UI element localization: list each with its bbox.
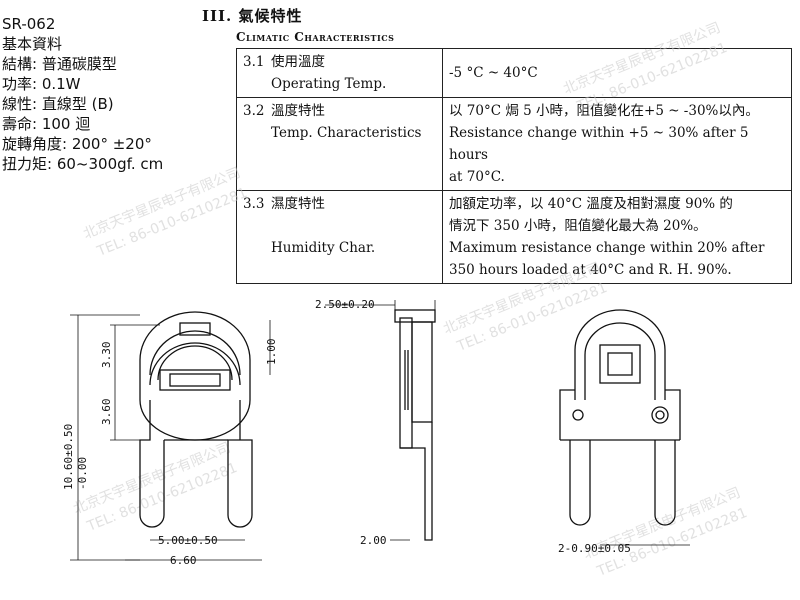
angle-spec: 旋轉角度: 200° ±20°	[2, 135, 152, 153]
linearity-spec: 線性: 直線型 (B)	[2, 95, 114, 113]
life-spec: 壽命: 100 迴	[2, 115, 91, 133]
desc-line: Maximum resistance change within 20% aft…	[449, 240, 765, 256]
model-number: SR-062	[2, 15, 56, 33]
item-en: Temp. Characteristics	[271, 125, 422, 141]
climatic-table: 3.1 使用溫度 Operating Temp. -5 °C ~ 40°C 3.2…	[236, 48, 792, 284]
dim-3-60: 3.60	[100, 399, 113, 426]
side-view	[394, 309, 436, 541]
item-en: Humidity Char.	[271, 240, 376, 256]
item-cn: 濕度特性	[271, 196, 325, 212]
section-subtitle: Climatic Characteristics	[236, 30, 395, 44]
dim-height-total: 10.60±0.50	[62, 424, 75, 490]
item-cn: 溫度特性	[271, 103, 325, 119]
desc-line: 情況下 350 小時，阻值變化最大為 20%。	[449, 218, 707, 234]
basic-info-label: 基本資料	[2, 35, 63, 53]
dim-pin-width: 2-0.90±0.05	[558, 542, 631, 555]
item-number: 3.2	[243, 103, 265, 119]
structure-spec: 結構: 普通碳膜型	[2, 55, 117, 73]
item-cell: 3.1 使用溫度 Operating Temp.	[236, 48, 443, 98]
item-en: Operating Temp.	[271, 76, 387, 92]
item-cn: 使用溫度	[271, 54, 325, 70]
back-view	[559, 309, 681, 526]
torque-spec: 扭力矩: 60~300gf. cm	[2, 155, 164, 173]
dim-lead-length: 2.00	[360, 534, 387, 547]
power-spec: 功率: 0.1W	[2, 75, 81, 93]
front-view	[139, 311, 253, 528]
desc-line: 加額定功率，以 40°C 溫度及相對濕度 90% 的	[449, 196, 733, 212]
spec-block: SR-062 基本資料 結構: 普通碳膜型 功率: 0.1W 線性: 直線型 (…	[2, 14, 163, 174]
desc-line: 350 hours loaded at 40°C and R. H. 90%.	[449, 262, 732, 278]
table-row: 3.2 溫度特性 Temp. Characteristics 以 70°C 焗 5…	[236, 97, 792, 191]
section-title: III. 氣候特性	[202, 7, 303, 25]
desc-cell: 以 70°C 焗 5 小時，阻值變化在+5 ~ -30%以內。 Resistan…	[442, 97, 792, 191]
desc-line: Resistance change within +5 ~ 30% after …	[449, 125, 749, 163]
dim-height-total-tol: -0.00	[76, 457, 89, 490]
desc-line: at 70°C.	[449, 169, 505, 185]
technical-drawing: 10.60±0.50 -0.00 3.30 3.60 1.00 5.00±0.5…	[62, 298, 690, 567]
item-cell: 3.3 濕度特性 Humidity Char.	[236, 190, 443, 284]
dim-1-00: 1.00	[265, 339, 278, 366]
desc-cell: 加額定功率，以 40°C 溫度及相對濕度 90% 的 情況下 350 小時，阻值…	[442, 190, 792, 284]
item-number: 3.3	[243, 196, 265, 212]
dim-thickness: 2.50±0.20	[315, 298, 375, 311]
item-number: 3.1	[243, 54, 265, 70]
dim-3-30: 3.30	[100, 342, 113, 369]
table-row: 3.3 濕度特性 Humidity Char. 加額定功率，以 40°C 溫度及相…	[236, 190, 792, 284]
dim-width: 6.60	[170, 554, 197, 567]
item-cell: 3.2 溫度特性 Temp. Characteristics	[236, 97, 443, 191]
desc-line: -5 °C ~ 40°C	[449, 65, 538, 81]
desc-line: 以 70°C 焗 5 小時，阻值變化在+5 ~ -30%以內。	[449, 103, 759, 119]
dim-pitch: 5.00±0.50	[158, 534, 218, 547]
